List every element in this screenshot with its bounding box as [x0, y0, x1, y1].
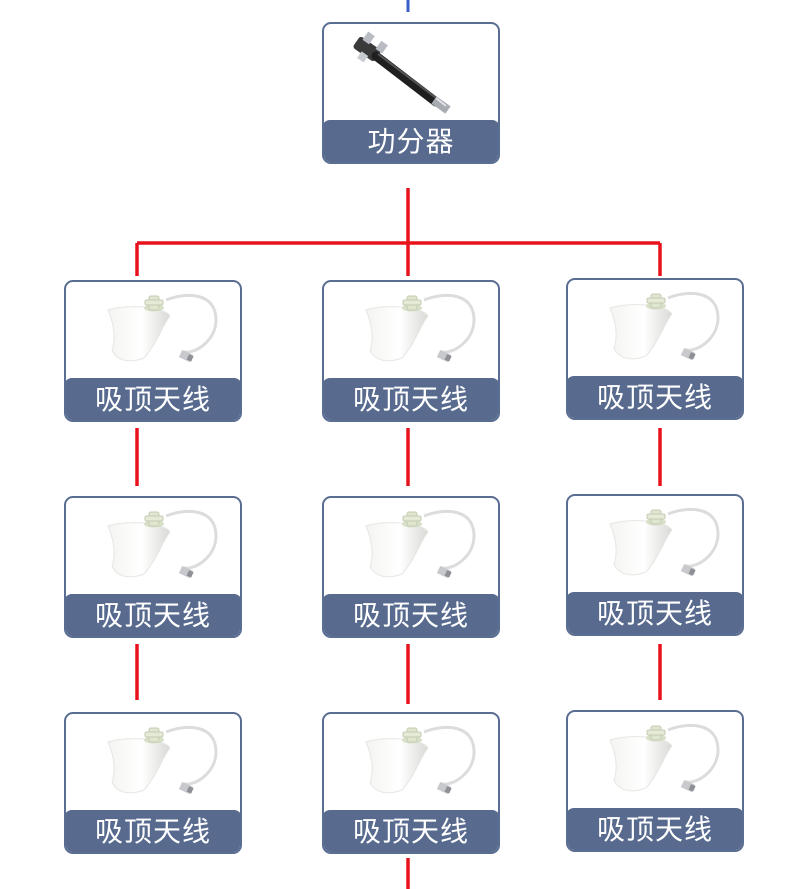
antenna-card-right-1: 吸顶天线	[566, 278, 744, 420]
ceiling-antenna-icon	[324, 714, 498, 814]
ceiling-antenna-icon	[66, 282, 240, 382]
ceiling-antenna-icon	[568, 280, 742, 380]
antenna-card-left-3: 吸顶天线	[64, 712, 242, 854]
antenna-label: 吸顶天线	[324, 594, 498, 636]
antenna-card-center-1: 吸顶天线	[322, 280, 500, 422]
antenna-card-center-2: 吸顶天线	[322, 496, 500, 638]
power-splitter-card: 功分器	[322, 22, 500, 164]
antenna-label: 吸顶天线	[568, 808, 742, 850]
splitter-label: 功分器	[324, 120, 498, 162]
antenna-label: 吸顶天线	[66, 594, 240, 636]
antenna-card-left-2: 吸顶天线	[64, 496, 242, 638]
ceiling-antenna-icon	[568, 712, 742, 812]
ceiling-antenna-icon	[324, 282, 498, 382]
antenna-label: 吸顶天线	[324, 378, 498, 420]
ceiling-antenna-icon	[568, 496, 742, 596]
power-splitter-icon	[324, 24, 498, 124]
ceiling-antenna-icon	[66, 498, 240, 598]
antenna-label: 吸顶天线	[66, 378, 240, 420]
antenna-card-right-3: 吸顶天线	[566, 710, 744, 852]
antenna-card-center-3: 吸顶天线	[322, 712, 500, 854]
ceiling-antenna-icon	[324, 498, 498, 598]
antenna-card-left-1: 吸顶天线	[64, 280, 242, 422]
antenna-label: 吸顶天线	[66, 810, 240, 852]
antenna-label: 吸顶天线	[568, 376, 742, 418]
antenna-card-right-2: 吸顶天线	[566, 494, 744, 636]
antenna-label: 吸顶天线	[324, 810, 498, 852]
antenna-label: 吸顶天线	[568, 592, 742, 634]
ceiling-antenna-icon	[66, 714, 240, 814]
